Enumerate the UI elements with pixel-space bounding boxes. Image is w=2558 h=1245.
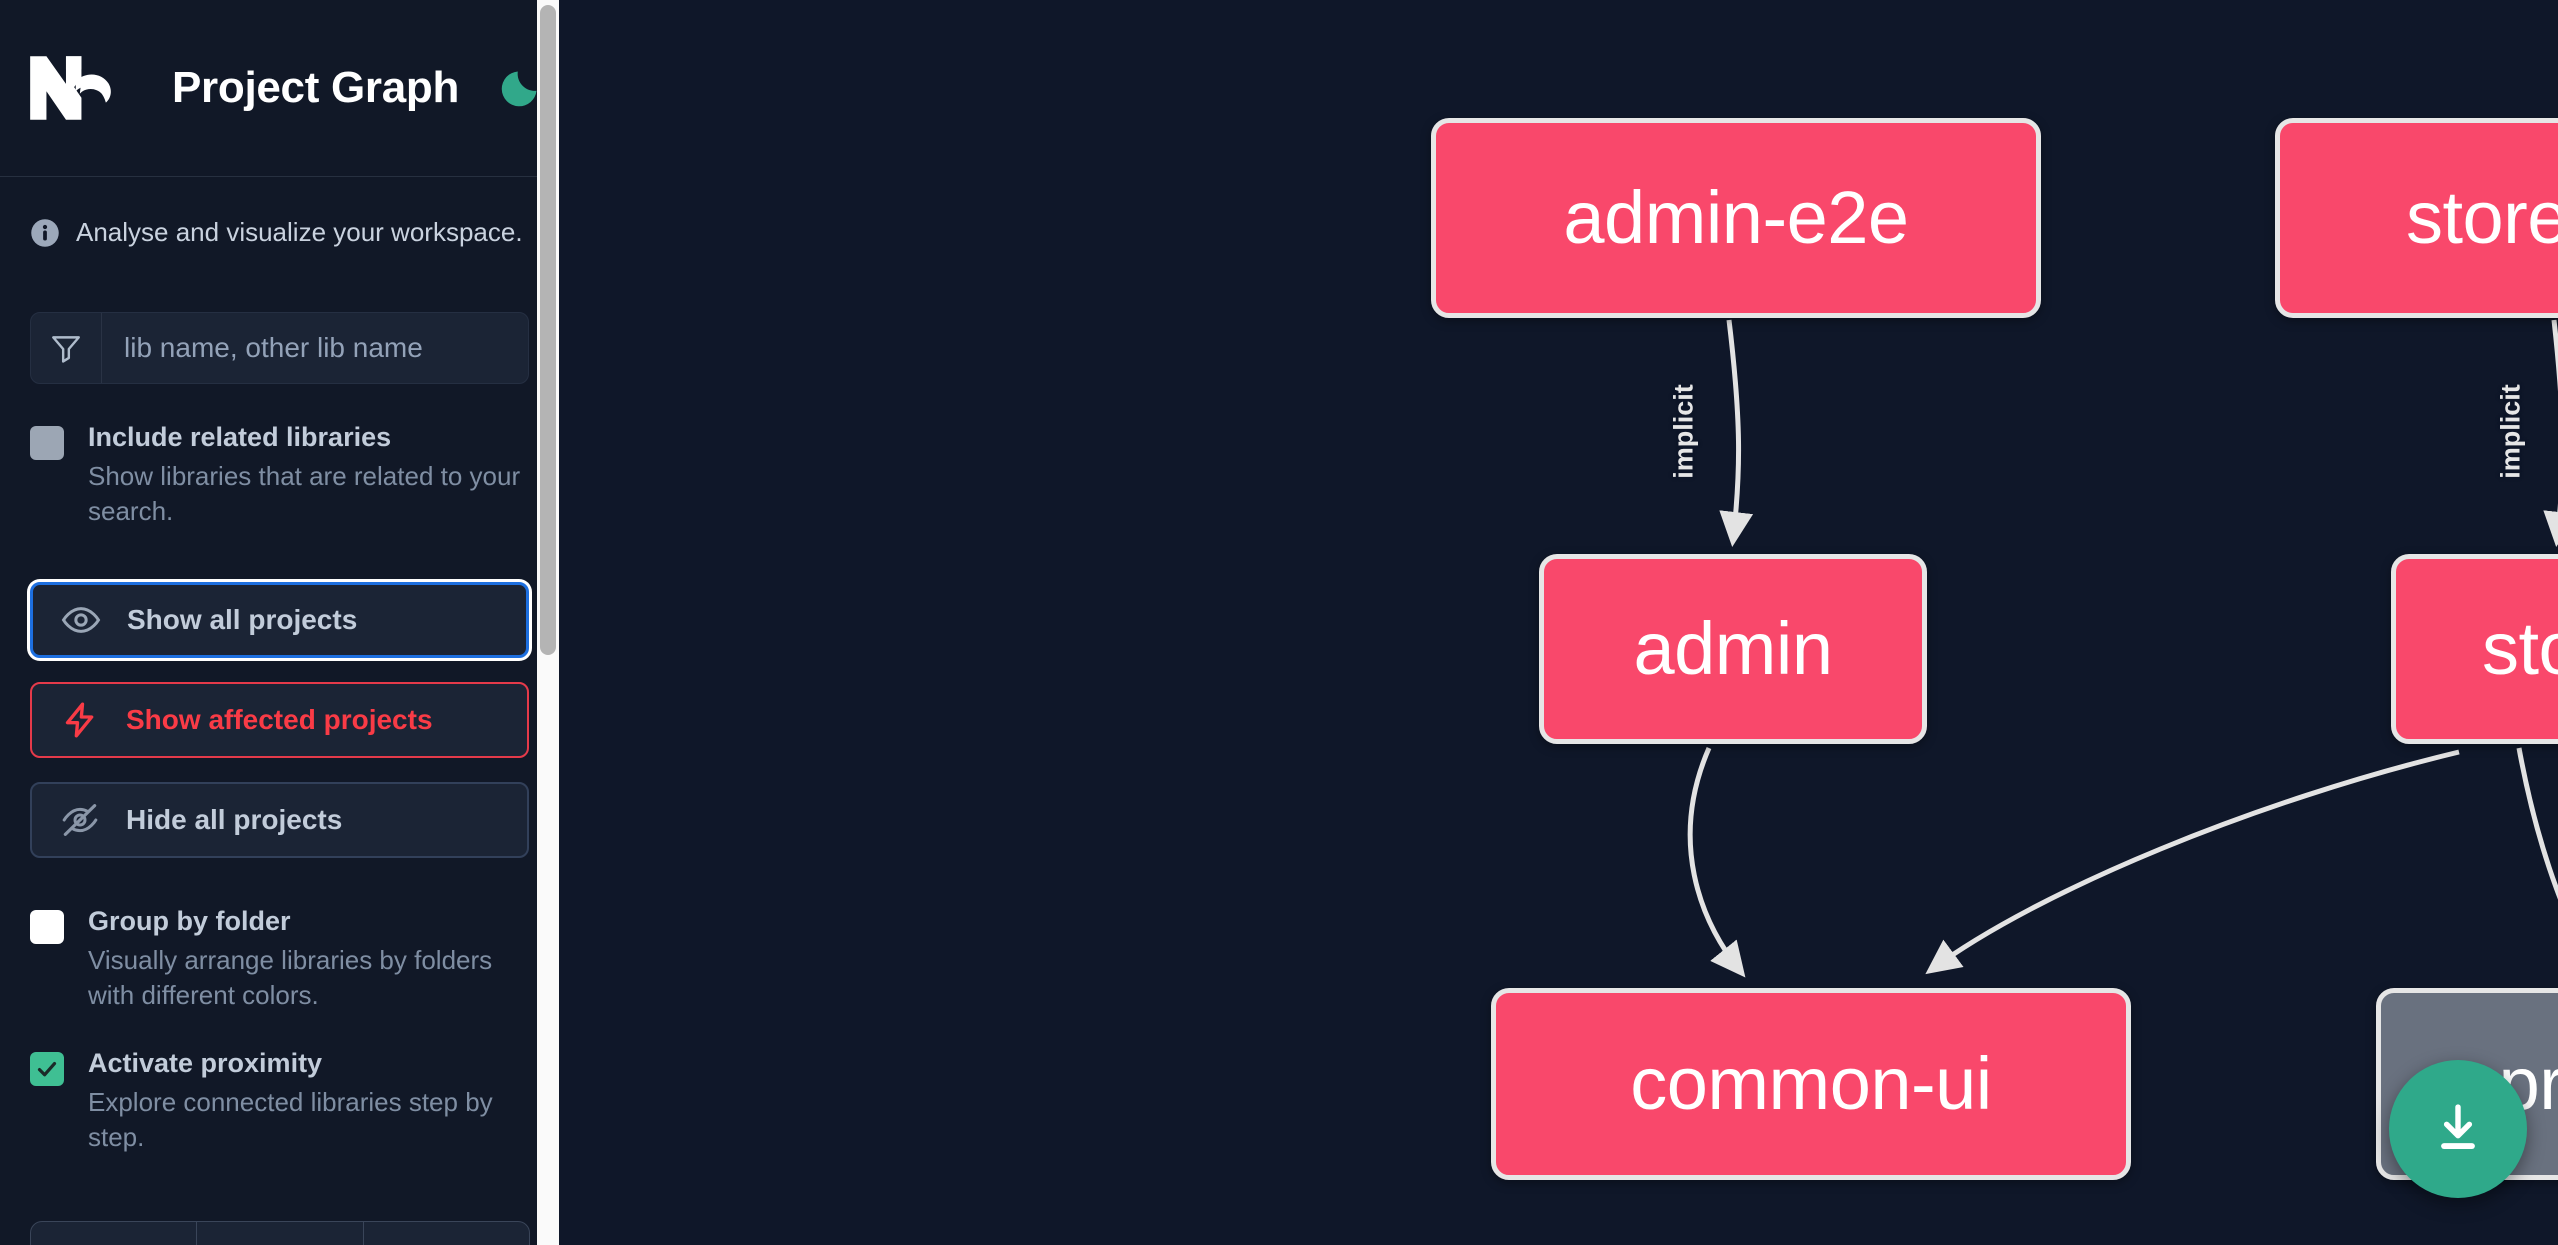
action-buttons: Show all projects Show affected projects… [30,581,529,858]
search-input[interactable] [102,313,528,383]
filter-funnel-icon [52,336,80,363]
option-texts: Activate proximity Explore connected lib… [88,1048,529,1156]
option-label: Include related libraries [88,422,392,452]
checkmark-icon [37,1061,57,1076]
graph-node-store-e2e[interactable]: store-e2e [2275,118,2558,318]
edge-store-e2e-store [2543,319,2558,547]
hide-all-projects-button[interactable]: Hide all projects [30,781,529,858]
show-affected-projects-label: Show affected projects [126,703,433,735]
graph-canvas[interactable]: implicit implicit admin-e2e store-e2e ad… [559,0,2558,1245]
info-icon [31,218,59,247]
node-label: common-ui [1630,1042,1992,1125]
segment-3[interactable] [364,1222,529,1245]
activate-proximity-checkbox[interactable] [30,1051,64,1086]
option-include-related-libraries[interactable]: Include related libraries Show libraries… [30,422,529,530]
node-label: store [2481,607,2558,690]
bottom-segmented-control[interactable] [30,1221,530,1245]
download-icon [2441,1104,2475,1150]
sidebar-scrollbar-track[interactable] [537,0,559,1245]
node-label: store-e2e [2405,176,2558,259]
lightning-bolt-icon [65,702,94,738]
graph-node-admin-e2e[interactable]: admin-e2e [1431,118,2041,318]
moon-icon [501,71,537,107]
page-title: Project Graph [172,63,460,112]
segment-1[interactable] [31,1222,198,1245]
include-related-libraries-checkbox[interactable] [30,426,64,460]
search-box[interactable] [30,312,529,384]
graph-node-common-ui[interactable]: common-ui [1491,988,2131,1180]
tagline-text: Analyse and visualize your workspace. [76,217,523,247]
node-label: admin-e2e [1563,176,1909,259]
download-graph-button[interactable] [2389,1060,2527,1198]
edge-admin-e2e-admin [1719,319,1754,547]
group-by-folder-checkbox[interactable] [30,909,64,944]
tagline: Analyse and visualize your workspace. [30,217,529,248]
graph-node-admin[interactable]: admin [1539,554,1927,744]
nx-logo [30,56,111,120]
segment-2[interactable] [197,1222,364,1245]
sidebar-header: Project Graph [0,0,559,177]
eye-slash-icon [62,803,98,836]
show-all-projects-label: Show all projects [127,603,358,635]
option-description: Show libraries that are related to your … [88,461,521,527]
hide-all-projects-label: Hide all projects [126,803,343,835]
sidebar-body: Analyse and visualize your workspace. In… [0,217,559,1155]
edge-store-products [2516,747,2558,900]
edge-admin-common-ui [1687,747,1746,978]
option-group-by-folder[interactable]: Group by folder Visually arrange librari… [30,906,529,1014]
option-label: Group by folder [88,905,291,936]
option-label: Activate proximity [88,1047,323,1078]
node-label: admin [1633,607,1833,690]
option-description: Explore connected libraries step by step… [88,1086,493,1152]
graph-node-store[interactable]: store [2391,554,2558,744]
sidebar: Project Graph Analyse and visualize your… [0,0,559,1245]
filter-funnel-icon-box [31,313,102,383]
option-description: Visually arrange libraries by folders wi… [88,944,493,1011]
edge-store-common-ui [1925,749,2460,975]
theme-toggle-button[interactable] [494,62,546,114]
show-affected-projects-button[interactable]: Show affected projects [30,681,529,758]
show-all-projects-button[interactable]: Show all projects [30,581,529,658]
sidebar-scrollbar-thumb[interactable] [540,5,556,655]
option-texts: Group by folder Visually arrange librari… [88,906,529,1014]
eye-icon [61,606,101,633]
option-activate-proximity[interactable]: Activate proximity Explore connected lib… [30,1048,529,1156]
option-texts: Include related libraries Show libraries… [88,422,529,530]
